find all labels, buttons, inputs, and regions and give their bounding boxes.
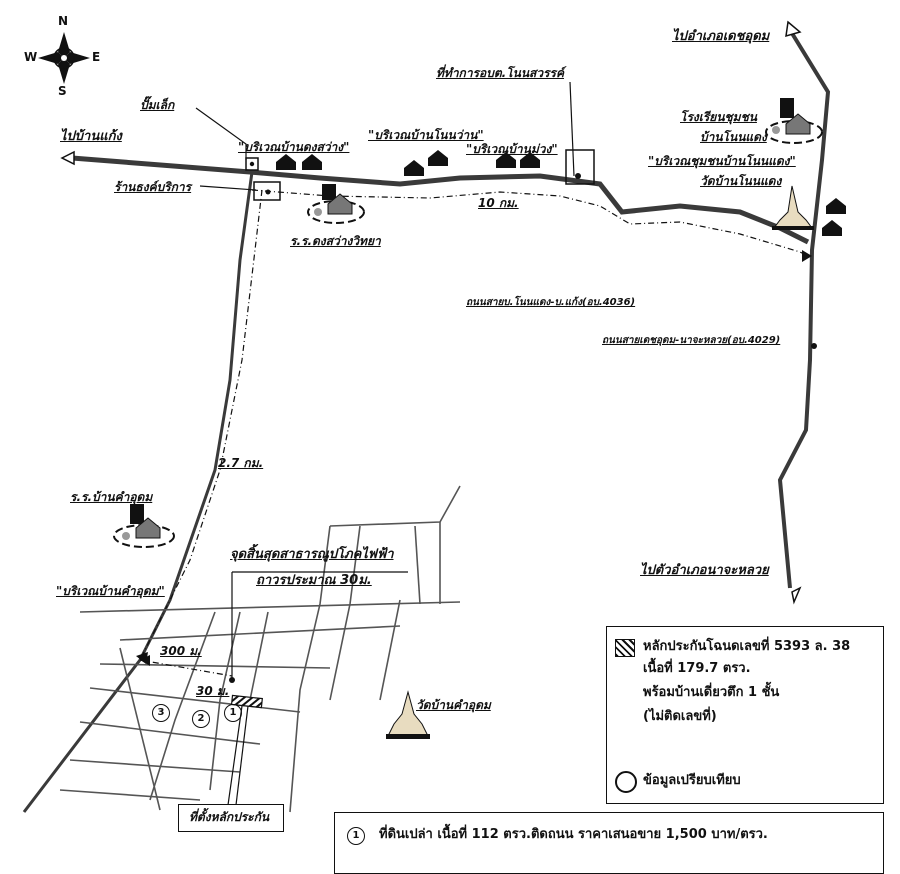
- comparison-marker-2: 2: [192, 710, 210, 728]
- collateral-parcel: [230, 694, 263, 709]
- compass-rose-icon: [38, 32, 90, 84]
- comparison-note-box: 1 ที่ดินเปล่า เนื้อที่ 112 ตรว.ติดถนน รา…: [334, 812, 884, 874]
- label-wat-kham-udom: วัดบ้านคำอุดม: [416, 698, 491, 712]
- road-4036: [71, 155, 810, 245]
- label-gas-pump: ปั๊มเล็ก: [140, 98, 175, 112]
- route-10km: [251, 189, 809, 257]
- label-road-4029: ถนนสายเดชอุดม-นาจะหลวย(อบ.4029): [602, 335, 781, 346]
- comparison-marker-1: 1: [224, 704, 242, 722]
- label-area-kham-udom: "บริเวณบ้านคำอุดม": [56, 584, 165, 598]
- road-4029: [777, 28, 831, 589]
- arrow-up-icon: [785, 20, 802, 38]
- compass-west: W: [24, 50, 38, 64]
- label-school-dong-sawang: ร.ร.ดงสว่างวิทยา: [290, 234, 381, 248]
- house-icons: [276, 150, 846, 236]
- label-school-kham-udom: ร.ร.บ้านคำอุดม: [70, 490, 153, 504]
- compass-south: S: [58, 84, 67, 98]
- label-distance-2-7km: 2.7 กม.: [218, 456, 264, 470]
- note-marker-1: 1: [347, 827, 365, 845]
- label-power-endpoint: จุดสิ้นสุดสาธารณูปโภคไฟฟ้า: [230, 547, 394, 562]
- label-to-amphoe-det-udom: ไปอำเภอเดชอุดม: [672, 29, 770, 44]
- school-icon-dong-sawang: [307, 184, 365, 224]
- temple-icon-non-daeng: [772, 185, 814, 230]
- compass-north: N: [58, 14, 69, 28]
- label-wat-non-daeng: วัดบ้านโนนแดง: [700, 174, 782, 188]
- label-school-community: โรงเรียนชุมชน: [680, 110, 757, 124]
- legend-line-1: หลักประกันโฉนดเลขที่ 5393 ล. 38: [643, 639, 851, 654]
- temple-icon-kham-udom: [386, 690, 430, 739]
- legend-line-2: เนื้อที่ 179.7 ตรว.: [643, 661, 751, 676]
- collateral-location-box: ที่ตั้งหลักประกัน: [178, 804, 284, 832]
- label-area-ban-muang: "บริเวณบ้านม่วง": [466, 142, 558, 156]
- collateral-hatch-icon: [615, 639, 635, 657]
- school-icon-kham-udom: [113, 504, 175, 548]
- label-to-amphoe-na-chaluai: ไปตัวอำเภอนาจะหลวย: [640, 563, 769, 578]
- label-distance-30m: 30 ม.: [196, 684, 230, 698]
- comparison-circle-icon: [615, 771, 637, 793]
- compass-east: E: [92, 50, 101, 64]
- legend-line-4: (ไม่ติดเลขที่): [643, 709, 717, 724]
- legend-line-3: พร้อมบ้านเดี่ยวตึก 1 ชั้น: [643, 685, 780, 700]
- label-to-ban-kaeng: ไปบ้านแก้ง: [60, 129, 122, 144]
- label-school-community-2: บ้านโนนแดง: [700, 130, 767, 144]
- label-distance-300m: 300 ม.: [160, 644, 202, 658]
- local-roads: [59, 485, 461, 813]
- map-drawing: [22, 20, 846, 813]
- label-area-non-wan: "บริเวณบ้านโนนว่าน": [368, 128, 484, 142]
- arrow-left-icon: [60, 150, 75, 166]
- comparison-marker-3: 3: [152, 704, 170, 722]
- legend-box: หลักประกันโฉนดเลขที่ 5393 ล. 38 เนื้อที่…: [606, 626, 884, 804]
- legend-comparison: ข้อมูลเปรียบเทียบ: [643, 773, 741, 788]
- route-2-7km: [139, 189, 263, 661]
- label-road-4036: ถนนสายบ.โนนแดง-บ.แก้ง(อบ.4036): [466, 297, 636, 308]
- location-map: N S W E ไปบ้านแก้ง ไปอำเภอเดชอุดม ไปตัวอ…: [22, 14, 884, 874]
- label-power-endpoint-2: ถาวรประมาณ 30ม.: [256, 573, 372, 588]
- school-icon-non-daeng: [765, 98, 823, 144]
- collateral-location-label: ที่ตั้งหลักประกัน: [189, 810, 270, 824]
- label-tao-office: ที่ทำการอบต.โนนสวรรค์: [436, 66, 565, 80]
- note-text: ที่ดินเปล่า เนื้อที่ 112 ตรว.ติดถนน ราคา…: [379, 827, 768, 842]
- label-area-dong-sawang: "บริเวณบ้านดงสว่าง": [238, 140, 350, 154]
- arrow-down-icon: [791, 586, 802, 605]
- label-area-community-non-daeng: "บริเวณชุมชนบ้านโนนแดง": [648, 154, 796, 168]
- label-shop: ร้านธงค์บริการ: [114, 180, 192, 194]
- label-distance-10km: 10 กม.: [478, 196, 519, 210]
